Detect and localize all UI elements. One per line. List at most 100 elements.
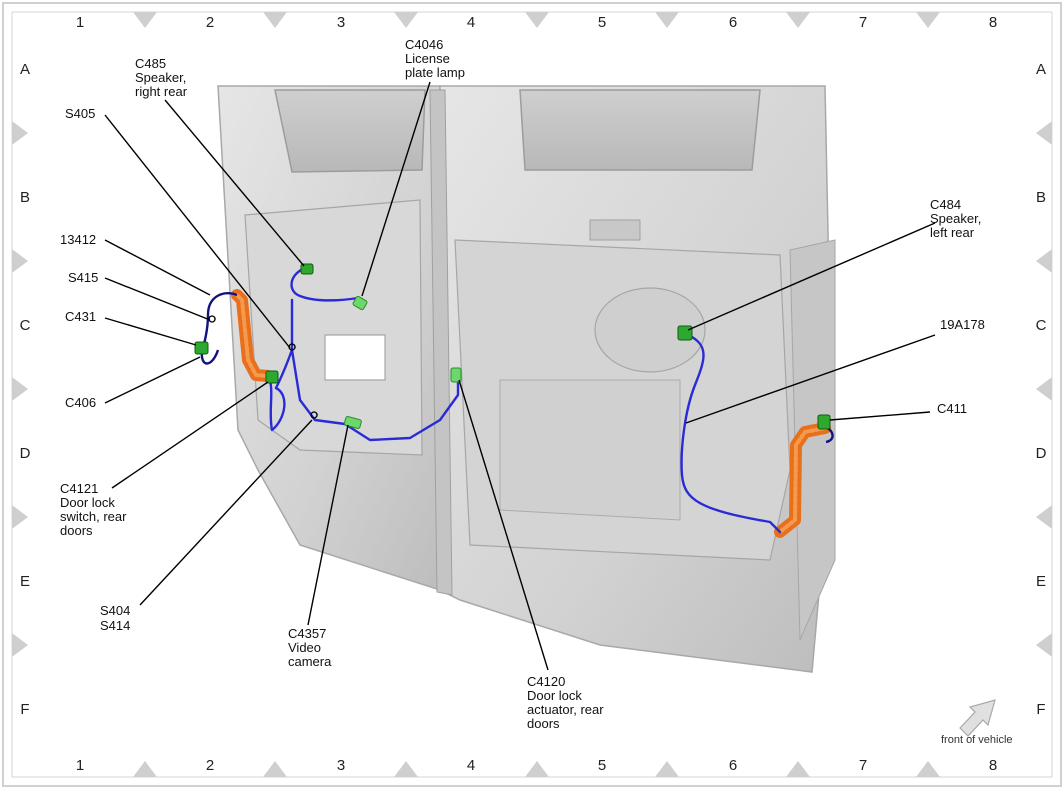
column-labels-bottom: 1 2 3 4 5 6 7 8 xyxy=(76,757,997,774)
left-door-speaker-recess xyxy=(594,287,706,373)
label-s405: S405 xyxy=(65,106,95,121)
connector-c4046 xyxy=(352,295,368,311)
row-labels-left: A B C D E F xyxy=(20,61,31,718)
connector-c4121 xyxy=(265,370,279,384)
label-s404-s414: S404 S414 xyxy=(100,603,134,633)
zone-marker xyxy=(1036,121,1052,145)
col-label: 7 xyxy=(859,14,867,31)
col-label: 3 xyxy=(337,757,345,774)
label-c411: C411 xyxy=(937,401,967,416)
col-label: 7 xyxy=(859,757,867,774)
leader-c411 xyxy=(829,411,931,421)
leader-c4046 xyxy=(361,81,431,297)
zone-marker xyxy=(12,249,28,273)
zone-marker xyxy=(263,12,287,28)
right-door-window xyxy=(274,89,426,173)
col-label: 1 xyxy=(76,14,84,31)
zone-marker xyxy=(786,12,810,28)
wire-branch-s405 xyxy=(274,348,294,390)
zone-marker xyxy=(133,761,157,777)
splice-s404 xyxy=(310,411,318,419)
door-seam xyxy=(429,89,453,596)
row-label: C xyxy=(1036,317,1047,334)
col-label: 4 xyxy=(467,14,475,31)
column-labels-top: 1 2 3 4 5 6 7 8 xyxy=(76,14,997,31)
splice-s415 xyxy=(208,315,216,323)
zone-marker xyxy=(394,761,418,777)
zone-marker xyxy=(263,761,287,777)
zone-marker xyxy=(1036,633,1052,657)
leader-s404 xyxy=(139,419,313,606)
col-label: 8 xyxy=(989,757,997,774)
row-label: B xyxy=(20,189,30,206)
leader-c4121 xyxy=(111,381,269,489)
leader-lines xyxy=(104,81,936,671)
row-label: B xyxy=(1036,189,1046,206)
callout-labels: C485 Speaker, right rear C4046 License p… xyxy=(60,37,985,731)
connector-c4357 xyxy=(343,416,362,429)
connector-c411 xyxy=(817,414,831,430)
label-c485: C485 Speaker, right rear xyxy=(135,56,190,99)
zone-marker xyxy=(916,12,940,28)
label-c484: C484 Speaker, left rear xyxy=(930,197,985,240)
zone-marker xyxy=(1036,377,1052,401)
zone-marker xyxy=(525,761,549,777)
right-door-cutout xyxy=(324,334,386,381)
zone-marker xyxy=(12,505,28,529)
col-label: 5 xyxy=(598,757,606,774)
zone-marker xyxy=(1036,505,1052,529)
leader-c4357 xyxy=(307,424,349,626)
label-c4357: C4357 Video camera xyxy=(288,626,332,669)
left-door-window xyxy=(519,89,761,171)
label-c4120: C4120 Door lock actuator, rear doors xyxy=(527,674,607,731)
leader-c431 xyxy=(104,317,197,346)
front-arrow-icon xyxy=(959,699,996,737)
row-label: A xyxy=(1036,61,1046,78)
row-label: A xyxy=(20,61,30,78)
col-label: 5 xyxy=(598,14,606,31)
col-label: 6 xyxy=(729,14,737,31)
zone-marker xyxy=(655,761,679,777)
leader-13412 xyxy=(104,239,211,296)
leader-c4120 xyxy=(458,379,549,671)
leader-s405 xyxy=(104,114,291,349)
grid-labels: 1 2 3 4 5 6 7 8 1 2 3 4 5 6 7 8 A B C D … xyxy=(20,14,1047,774)
leader-c485 xyxy=(164,99,305,267)
zone-marker xyxy=(786,761,810,777)
label-c406: C406 xyxy=(65,395,96,410)
row-labels-right: A B C D E F xyxy=(1036,61,1047,718)
zone-marker xyxy=(1036,249,1052,273)
front-of-vehicle-indicator: front of vehicle xyxy=(941,699,1013,746)
zone-marker xyxy=(12,633,28,657)
zone-marker xyxy=(12,121,28,145)
col-label: 8 xyxy=(989,14,997,31)
label-c4046: C4046 License plate lamp xyxy=(405,37,465,80)
leader-c484 xyxy=(687,222,936,331)
handle-recess xyxy=(589,219,641,241)
zone-marker xyxy=(525,12,549,28)
leader-c406 xyxy=(104,356,201,404)
label-13412: 13412 xyxy=(60,232,96,247)
harness-conduit-left-ribs xyxy=(235,293,270,378)
wiring-harness xyxy=(194,263,834,538)
zone-marker xyxy=(655,12,679,28)
zone-marker xyxy=(133,12,157,28)
row-label: F xyxy=(1036,701,1045,718)
col-label: 2 xyxy=(206,757,214,774)
wire-loop-c4121 xyxy=(266,374,286,432)
rear-doors-illustration xyxy=(217,85,836,673)
col-label: 2 xyxy=(206,14,214,31)
label-s415: S415 xyxy=(68,270,98,285)
connector-c485 xyxy=(300,263,314,275)
zone-marker xyxy=(916,761,940,777)
splice-s405 xyxy=(288,343,296,351)
label-19a178: 19A178 xyxy=(940,317,985,332)
left-door-lower-recess xyxy=(499,379,681,521)
label-c431: C431 xyxy=(65,309,96,324)
col-label: 3 xyxy=(337,14,345,31)
front-of-vehicle-label: front of vehicle xyxy=(941,734,1013,746)
zone-marks xyxy=(12,12,1052,777)
